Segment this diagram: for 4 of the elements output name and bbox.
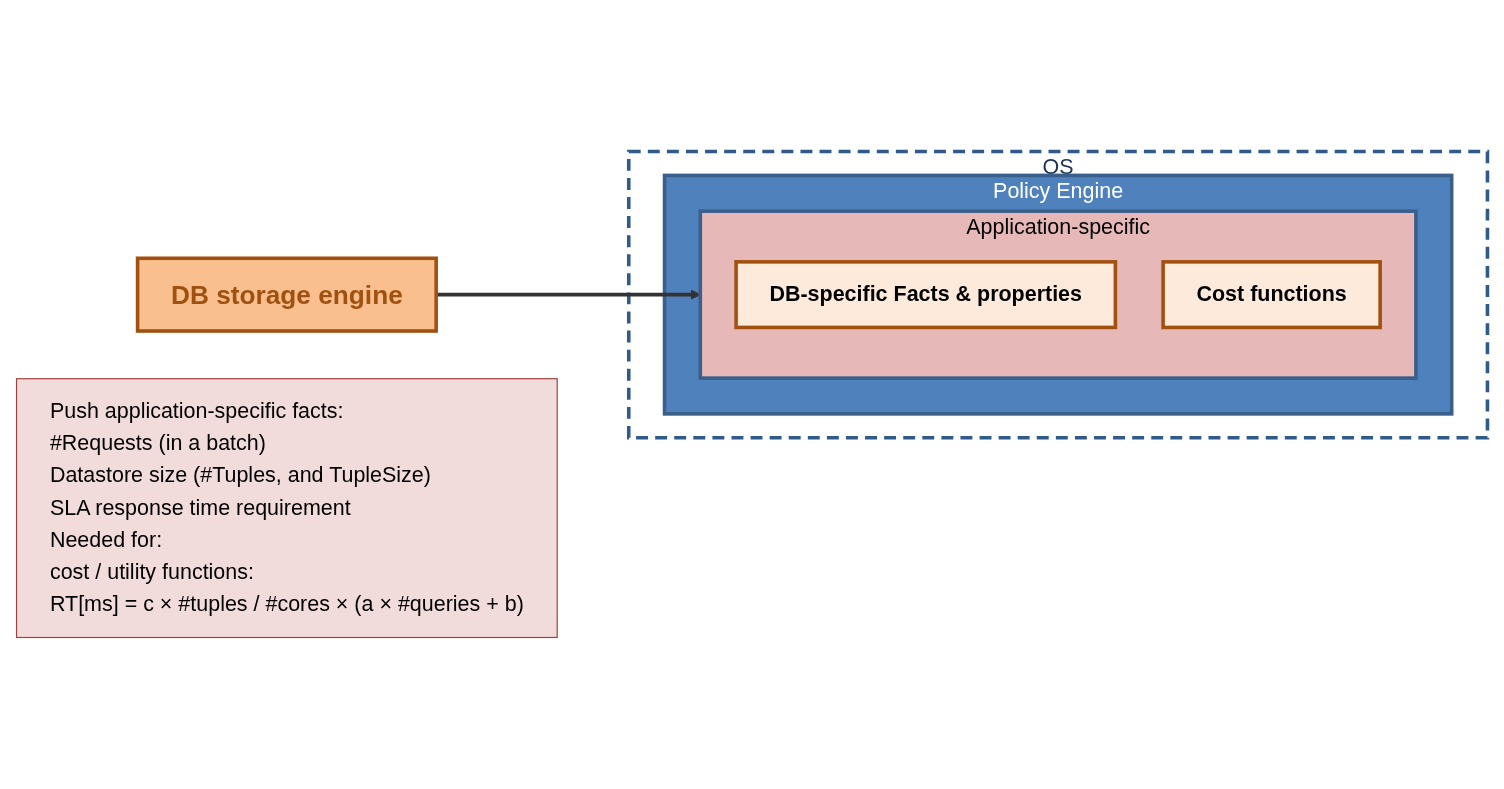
node-box: Push application-specific facts: #Requests (in a batch) Datastore size (#Tuples, and TupleSize) SLA response time requirement Needed for: cost / utility functions: RT[ms] = c × #tuples / #cores × (a × #queries + b) xyxy=(15,378,558,639)
node-box: DB-specific Facts & properties xyxy=(734,260,1118,330)
node-box: DB storage engine xyxy=(135,256,438,333)
node-box: Cost functions xyxy=(1161,260,1382,330)
